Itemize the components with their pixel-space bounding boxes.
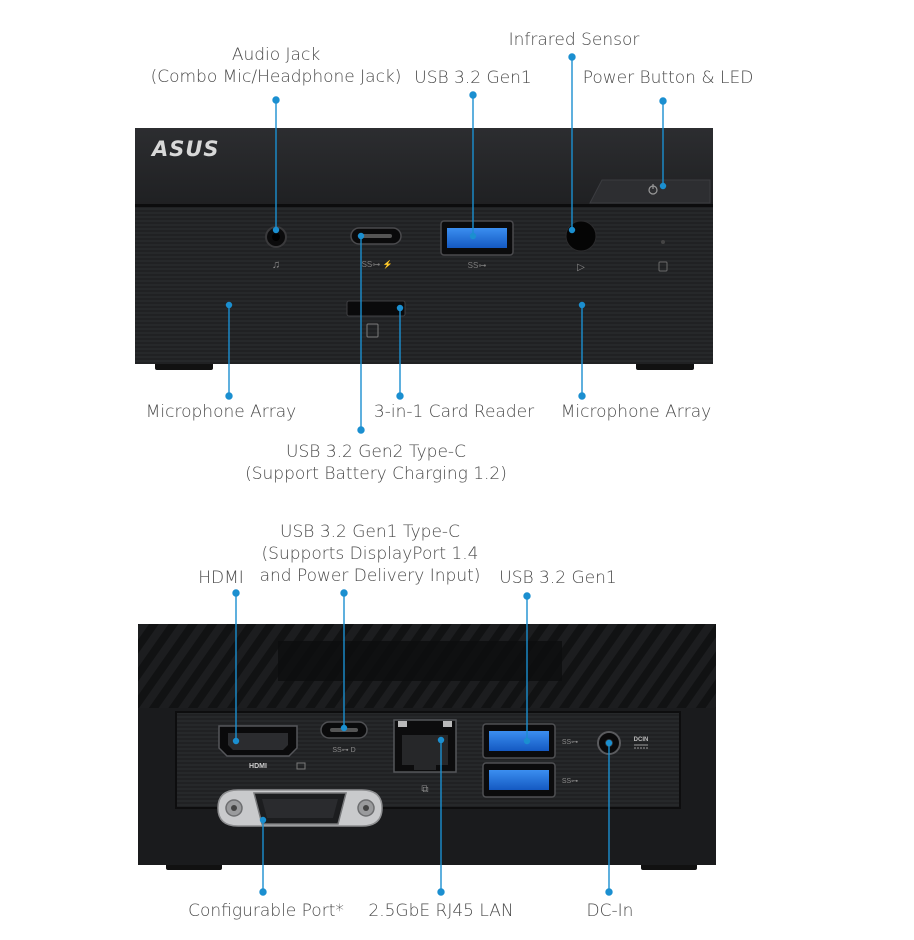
ss-usb-icon-bottom: SS⊶ <box>562 778 578 785</box>
label-usb-c-front: USB 3.2 Gen2 Type-C (Support Battery Cha… <box>236 441 516 485</box>
label-usb-c-rear-line2: (Supports DisplayPort 1.4 <box>261 544 479 564</box>
label-usb-a-front: USB 3.2 Gen1 <box>414 68 532 88</box>
network-icon: ⧉ <box>421 784 428 795</box>
ss-usb-icon-top: SS⊶ <box>562 739 578 746</box>
usb-c-front-port[interactable]: SS⊶ ⚡ <box>350 227 402 269</box>
front-face <box>135 207 713 364</box>
dcin-mark: DCIN <box>634 737 649 743</box>
label-usb-c-rear: USB 3.2 Gen1 Type-C (Supports DisplayPor… <box>252 521 488 587</box>
front-unit: ASUS ♫ SS⊶ ⚡ SS⊶ ▷ <box>135 128 713 370</box>
storage-led-icon <box>658 261 668 272</box>
power-led <box>661 240 665 244</box>
label-usb-c-front-line1: USB 3.2 Gen2 Type-C <box>286 442 466 462</box>
sd-card-icon <box>366 323 379 338</box>
ss-dp-icon: SS⊶ D <box>332 747 355 754</box>
usb-a-rear-port-bottom[interactable]: SS⊶ <box>482 762 578 798</box>
rear-unit: HDMI SS⊶ D ⧉ SS⊶ SS⊶ <box>138 624 716 870</box>
label-lan: 2.5GbE RJ45 LAN <box>368 901 514 921</box>
usb-a-front-port[interactable]: SS⊶ <box>440 220 514 270</box>
ss-usb-icon: SS⊶ <box>468 261 487 270</box>
asus-logo: ASUS <box>150 137 220 161</box>
usb-a-rear-port-top[interactable]: SS⊶ <box>482 723 578 759</box>
rear-vent-inner <box>278 641 562 681</box>
label-audio-jack: Audio Jack (Combo Mic/Headphone Jack) <box>130 44 422 88</box>
label-power-button: Power Button & LED <box>582 68 754 88</box>
hdmi-mark: HDMI <box>249 763 267 770</box>
configurable-vga-port[interactable] <box>217 789 383 827</box>
power-button[interactable] <box>589 179 711 204</box>
label-usb-c-front-line2: (Support Battery Charging 1.2) <box>245 464 507 484</box>
front-divider <box>135 204 713 207</box>
label-dc-in: DC-In <box>586 901 634 921</box>
label-audio-jack-line1: Audio Jack <box>231 45 321 65</box>
label-configurable-port: Configurable Port* <box>188 901 344 921</box>
rear-callouts <box>232 589 613 896</box>
headset-icon: ♫ <box>272 259 280 271</box>
ss10-charge-icon: SS⊶ ⚡ <box>362 259 393 269</box>
label-usb-a-rear: USB 3.2 Gen1 <box>499 568 617 588</box>
hdmi-port[interactable]: HDMI <box>218 725 306 770</box>
monitor-icon <box>296 762 306 770</box>
front-callouts <box>225 53 667 434</box>
label-usb-c-rear-line3: and Power Delivery Input) <box>259 566 481 586</box>
label-ir-sensor: Infrared Sensor <box>508 30 640 50</box>
label-mic-left: Microphone Array <box>145 402 297 422</box>
rj45-lan-port[interactable]: ⧉ <box>393 719 457 795</box>
label-usb-c-rear-line1: USB 3.2 Gen1 Type-C <box>280 522 460 542</box>
label-hdmi: HDMI <box>198 568 244 588</box>
ir-icon: ▷ <box>577 262 585 273</box>
label-audio-jack-line2: (Combo Mic/Headphone Jack) <box>150 67 402 87</box>
label-card-reader: 3-in-1 Card Reader <box>373 402 535 422</box>
label-mic-right: Microphone Array <box>560 402 712 422</box>
